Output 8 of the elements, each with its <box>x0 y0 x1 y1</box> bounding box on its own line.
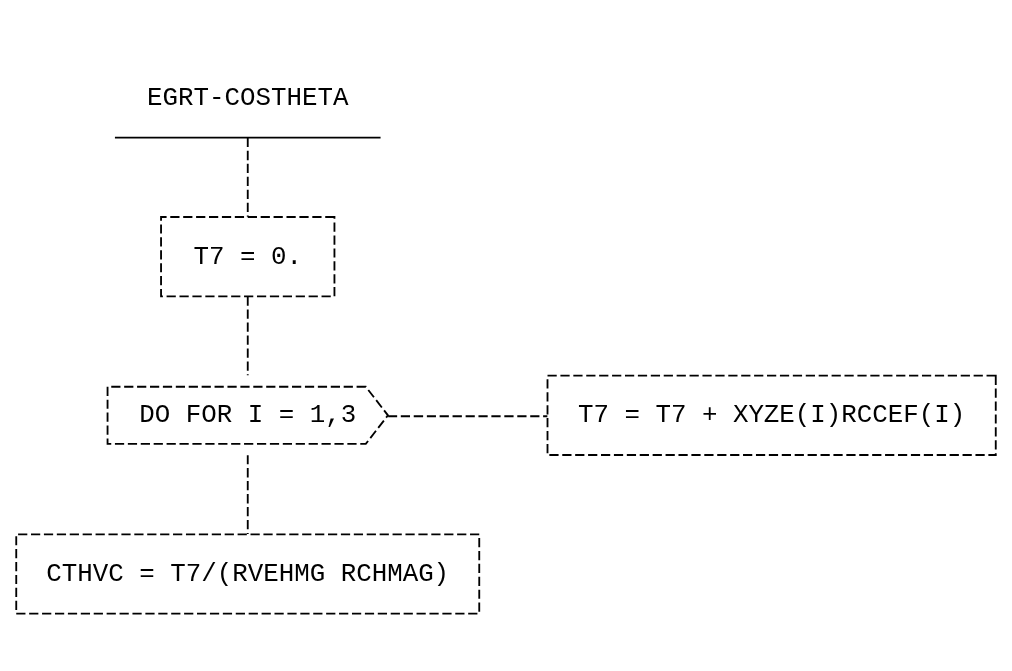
connector <box>246 295 249 376</box>
node-box: CTHVC = T7/(RVEHMG RCHMAG) <box>15 532 481 615</box>
node-box: T7 = T7 + XYZE(I)RCCEF(I) <box>546 374 997 456</box>
node-box: T7 = 0. <box>160 215 336 297</box>
node-text: EGRT-COSTHETA <box>147 83 349 113</box>
connector <box>387 414 549 417</box>
connector <box>246 453 249 535</box>
connector <box>246 136 249 218</box>
